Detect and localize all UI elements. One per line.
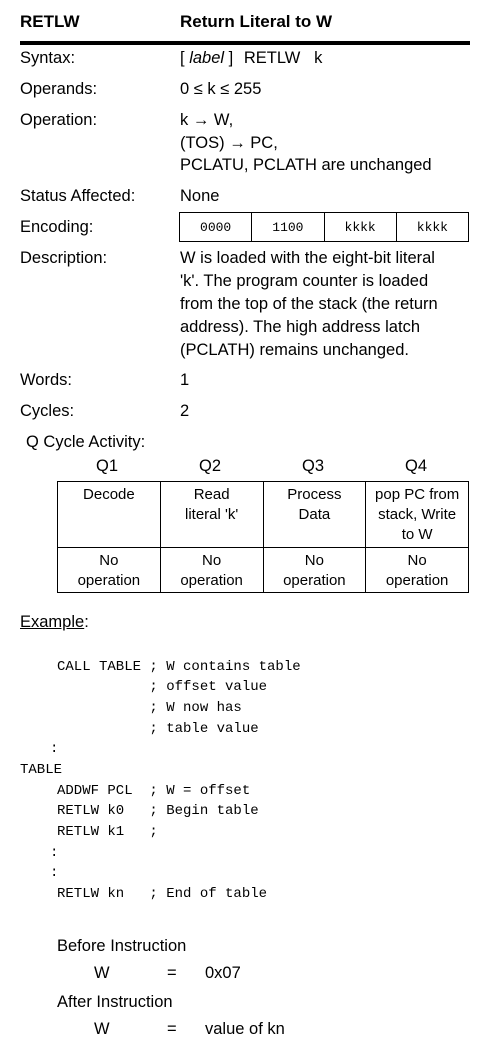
qcycle-cell-line: operation [385, 572, 449, 589]
qcycle-table: Decode Read literal 'k' Process Data pop… [57, 481, 469, 593]
encoding-table: 0000 1100 kkkk kkkk [179, 212, 469, 242]
encoding-label: Encoding: [20, 218, 94, 236]
qcycle-cell-line: pop PC from [375, 486, 460, 503]
code-line-1: CALL TABLE ; W contains table [57, 659, 301, 675]
encoding-cell: kkkk [416, 219, 448, 235]
after-instruction-label: After Instruction [57, 993, 173, 1011]
code-line-7: ADDWF PCL ; W = offset [57, 783, 251, 799]
syntax-label-word: label [189, 49, 225, 67]
syntax-label: Syntax: [20, 49, 76, 67]
qcycle-cell: Process Data [262, 481, 367, 548]
syntax-open-bracket: [ [180, 49, 185, 67]
description-line-5: (PCLATH) remains unchanged. [180, 341, 409, 359]
before-value: 0x07 [205, 964, 241, 982]
words-label: Words: [20, 371, 72, 389]
syntax-close-bracket: ] [228, 49, 234, 67]
example-label: Example [20, 613, 85, 631]
code-line-6: TABLE [20, 762, 63, 778]
qcycle-cell-line: to W [401, 526, 433, 543]
qcycle-cell: No operation [159, 547, 264, 593]
instruction-mnemonic: RETLW [20, 12, 80, 31]
operation-line-3: PCLATU, PCLATH are unchanged [180, 156, 432, 174]
syntax-value: [ label ] RETLW k [180, 49, 322, 68]
operands-value: 0 ≤ k ≤ 255 [180, 80, 262, 98]
operation-line-2: (TOS) → PC, [180, 134, 278, 152]
code-line-12: RETLW kn ; End of table [57, 886, 268, 902]
qcycle-cell: No operation [57, 547, 161, 593]
qcycle-cell: pop PC from stack, Write to W [365, 481, 469, 548]
after-register: W [94, 1020, 110, 1038]
qcycle-cell-line: No [304, 552, 324, 569]
cycles-label: Cycles: [20, 402, 75, 420]
status-value: None [180, 187, 220, 205]
qcycle-cell-line: No [99, 552, 119, 569]
qcycle-cell-line: Read [193, 486, 230, 503]
cycles-value: 2 [180, 402, 190, 420]
qcycle-label: Q Cycle Activity: [26, 433, 146, 451]
qcycle-cell: No operation [365, 547, 469, 593]
qcycle-cell-line: operation [77, 572, 141, 589]
description-line-3: from the top of the stack (the return [180, 295, 438, 313]
qcycle-cell-line: stack, Write [378, 506, 457, 523]
code-line-3: ; W now has [57, 700, 242, 716]
qcycle-cell-line: operation [283, 572, 346, 589]
description-line-4: address). The high address latch [180, 318, 420, 336]
words-value: 1 [180, 371, 190, 389]
description-line-1: W is loaded with the eight-bit literal [180, 249, 435, 267]
status-label: Status Affected: [20, 187, 136, 205]
operation-label: Operation: [20, 111, 98, 129]
qcycle-cell: No operation [262, 547, 367, 593]
before-instruction-label: Before Instruction [57, 937, 187, 955]
encoding-cell: 1100 [252, 213, 325, 241]
example-colon: : [84, 613, 89, 631]
code-line-10: : [50, 845, 59, 861]
operands-label: Operands: [20, 80, 98, 98]
qcycle-row: No operation No operation No operation N… [57, 547, 469, 593]
code-line-8: RETLW k0 ; Begin table [57, 803, 259, 819]
qcycle-cell-line: No [202, 552, 222, 569]
syntax-rest: RETLW k [243, 49, 323, 67]
code-line-11: : [50, 865, 59, 881]
qcycle-cell-line: operation [180, 572, 243, 589]
code-line-9: RETLW k1 ; [57, 824, 158, 840]
operation-line-1: k → W, [180, 111, 234, 129]
code-line-5: : [50, 741, 59, 757]
qcycle-header-q1: Q1 [95, 457, 118, 475]
description-label: Description: [20, 249, 108, 267]
encoding-cell: 0000 [180, 213, 253, 241]
qcycle-header-q4: Q4 [404, 457, 427, 475]
before-register: W [94, 964, 110, 982]
qcycle-row: Decode Read literal 'k' Process Data pop… [57, 481, 469, 548]
after-equals: = [167, 1020, 177, 1038]
code-line-2: ; offset value [57, 679, 268, 695]
instruction-title: Return Literal to W [180, 12, 333, 31]
qcycle-header-q3: Q3 [301, 457, 324, 475]
qcycle-cell-line: Data [298, 506, 331, 523]
qcycle-cell: Read literal 'k' [159, 481, 264, 548]
code-line-4: ; table value [57, 721, 259, 737]
qcycle-cell-line: literal 'k' [185, 506, 239, 523]
description-line-2: 'k'. The program counter is loaded [180, 272, 429, 290]
qcycle-cell-line: Decode [83, 486, 135, 503]
example-heading: Example: [20, 613, 89, 632]
after-value: value of kn [205, 1020, 285, 1038]
qcycle-cell-line: No [407, 552, 427, 569]
qcycle-cell-line: Process [287, 486, 342, 503]
qcycle-header-q2: Q2 [198, 457, 221, 475]
encoding-cell: kkkk [325, 213, 397, 241]
qcycle-cell: Decode [57, 481, 161, 548]
before-equals: = [167, 964, 177, 982]
header-rule [20, 41, 470, 45]
